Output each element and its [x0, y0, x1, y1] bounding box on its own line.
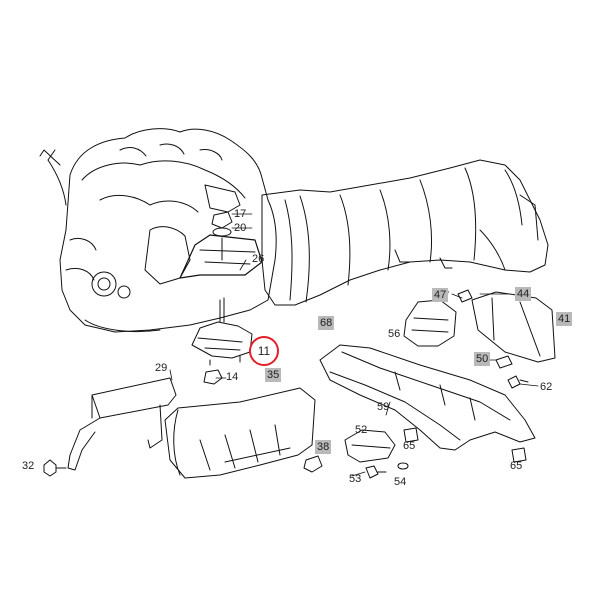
callout-17[interactable]: 17 [234, 208, 247, 220]
exhaust-bracket [344, 429, 396, 463]
callout-53[interactable]: 53 [349, 473, 362, 485]
callout-47[interactable]: 47 [432, 288, 449, 302]
callout-56[interactable]: 56 [388, 328, 401, 340]
callout-11[interactable]: 11 [249, 336, 279, 366]
engine-mount [191, 211, 253, 385]
callout-50[interactable]: 50 [474, 352, 491, 366]
callout-59[interactable]: 59 [377, 401, 390, 413]
callout-26[interactable]: 26 [252, 253, 265, 265]
callout-32[interactable]: 32 [22, 460, 35, 472]
callout-68[interactable]: 68 [318, 316, 335, 330]
callout-41[interactable]: 41 [556, 312, 573, 326]
callout-29[interactable]: 29 [155, 362, 168, 374]
callout-65-center[interactable]: 65 [403, 440, 416, 452]
support-bracket [67, 377, 177, 471]
crossmember [319, 344, 536, 451]
callout-52[interactable]: 52 [355, 424, 368, 436]
callout-35[interactable]: 35 [265, 368, 282, 382]
transmission [261, 159, 549, 306]
heat-shield [164, 387, 316, 479]
callout-54[interactable]: 54 [394, 476, 407, 488]
transmission-mount [403, 289, 556, 369]
callout-14[interactable]: 14 [226, 371, 239, 383]
callout-20[interactable]: 20 [234, 222, 247, 234]
callout-38[interactable]: 38 [315, 440, 332, 454]
callout-62[interactable]: 62 [540, 381, 553, 393]
callout-65-right[interactable]: 65 [510, 460, 523, 472]
callout-44[interactable]: 44 [515, 287, 532, 301]
